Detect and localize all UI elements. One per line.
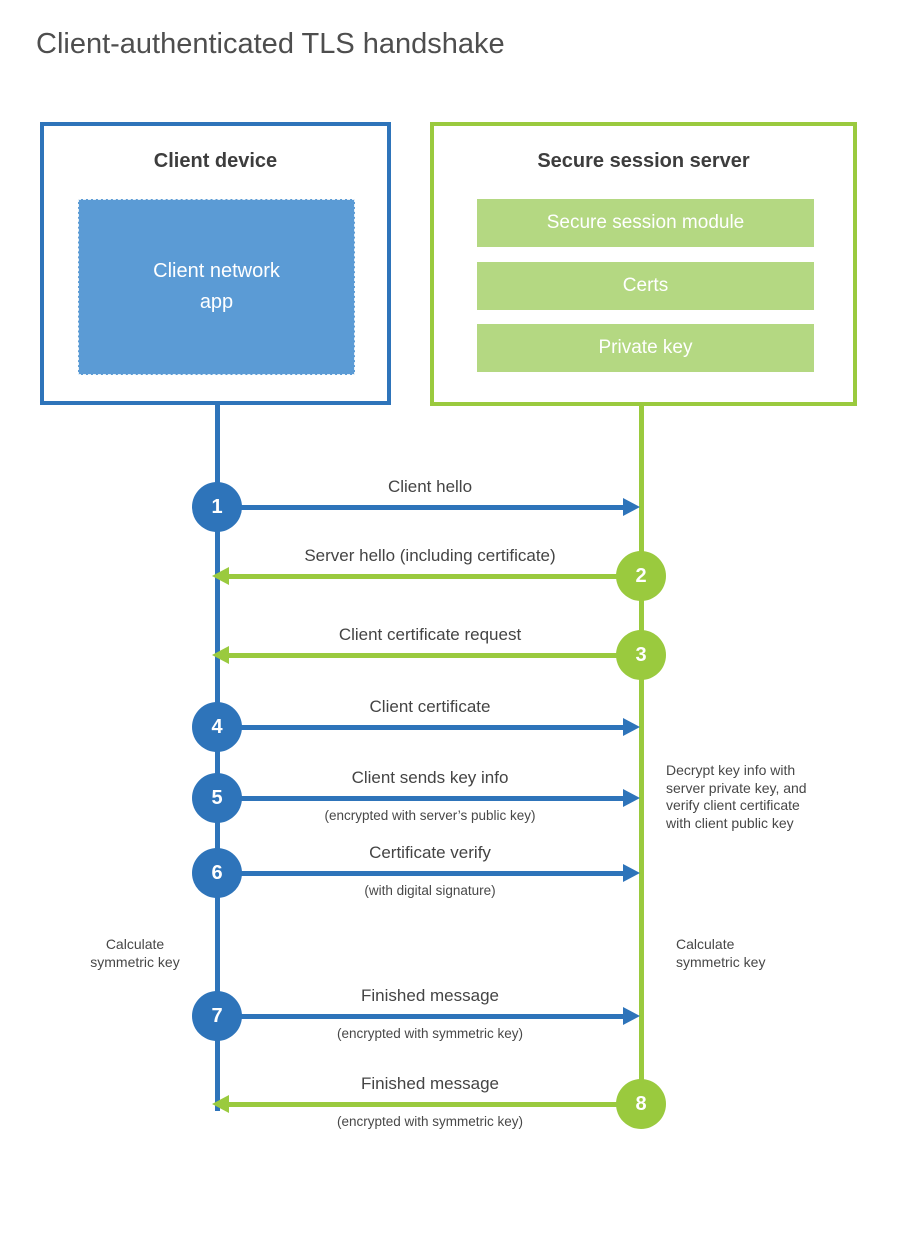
step-7-arrowhead-icon xyxy=(623,1007,640,1025)
step-8-arrow xyxy=(228,1101,620,1107)
step-6-arrowhead-icon xyxy=(623,864,640,882)
step-7-arrow xyxy=(230,1013,624,1019)
step-7-sublabel: (encrypted with symmetric key) xyxy=(336,1026,524,1041)
step-4-arrowhead-icon xyxy=(623,718,640,736)
step-4-arrow xyxy=(230,724,624,730)
server-decrypt-note: Decrypt key info with server private key… xyxy=(666,762,807,831)
step-5-label: Client sends key info xyxy=(351,768,509,787)
client-device-title: Client device xyxy=(153,150,278,172)
server-module-secure-session: Secure session module xyxy=(477,199,814,247)
step-2-arrow xyxy=(228,573,620,579)
step-1-number: 1 xyxy=(211,495,223,518)
client-network-app-box: Client network app xyxy=(78,199,355,375)
step-6-label: Certificate verify xyxy=(369,843,491,862)
step-7-label: Finished message xyxy=(361,986,499,1005)
step-6-sublabel: (with digital signature) xyxy=(364,883,496,898)
step-5-arrow xyxy=(230,795,624,801)
step-6-number: 6 xyxy=(211,861,223,884)
server-module-certs: Certs xyxy=(477,262,814,310)
step-8-label: Finished message xyxy=(361,1074,499,1093)
step-2-number: 2 xyxy=(635,564,647,587)
server-module-private-key: Private key xyxy=(477,324,814,372)
step-4-number: 4 xyxy=(211,715,223,738)
step-5-sublabel: (encrypted with server’s public key) xyxy=(324,808,536,823)
step-7-circle: 7 xyxy=(192,991,242,1041)
step-3-label: Client certificate request xyxy=(338,625,522,644)
step-4-label: Client certificate xyxy=(369,697,491,716)
step-5-circle: 5 xyxy=(192,773,242,823)
server-calculate-key-note: Calculate symmetric key xyxy=(676,936,766,970)
step-6-arrow xyxy=(230,870,624,876)
step-7-number: 7 xyxy=(211,1004,223,1027)
step-1-arrow xyxy=(230,504,624,510)
step-2-arrowhead-icon xyxy=(212,567,229,585)
step-3-circle: 3 xyxy=(616,630,666,680)
step-5-number: 5 xyxy=(211,786,223,809)
step-1-label: Client hello xyxy=(387,477,473,496)
step-2-label: Server hello (including certificate) xyxy=(304,546,556,565)
client-lifeline xyxy=(215,405,220,1111)
step-8-sublabel: (encrypted with symmetric key) xyxy=(336,1114,524,1129)
step-2-circle: 2 xyxy=(616,551,666,601)
step-3-number: 3 xyxy=(635,643,647,666)
step-3-arrow xyxy=(228,652,620,658)
step-3-arrowhead-icon xyxy=(212,646,229,664)
step-8-circle: 8 xyxy=(616,1079,666,1129)
secure-session-server-title: Secure session server xyxy=(537,150,750,172)
server-lifeline xyxy=(639,406,644,1106)
step-4-circle: 4 xyxy=(192,702,242,752)
step-5-arrowhead-icon xyxy=(623,789,640,807)
step-1-arrowhead-icon xyxy=(623,498,640,516)
step-6-circle: 6 xyxy=(192,848,242,898)
secure-session-server-box: Secure session server Secure session mod… xyxy=(430,122,857,406)
step-1-circle: 1 xyxy=(192,482,242,532)
client-calculate-key-note: Calculate symmetric key xyxy=(90,936,180,970)
step-8-number: 8 xyxy=(635,1092,647,1115)
step-8-arrowhead-icon xyxy=(212,1095,229,1113)
page-title: Client-authenticated TLS handshake xyxy=(36,28,505,60)
